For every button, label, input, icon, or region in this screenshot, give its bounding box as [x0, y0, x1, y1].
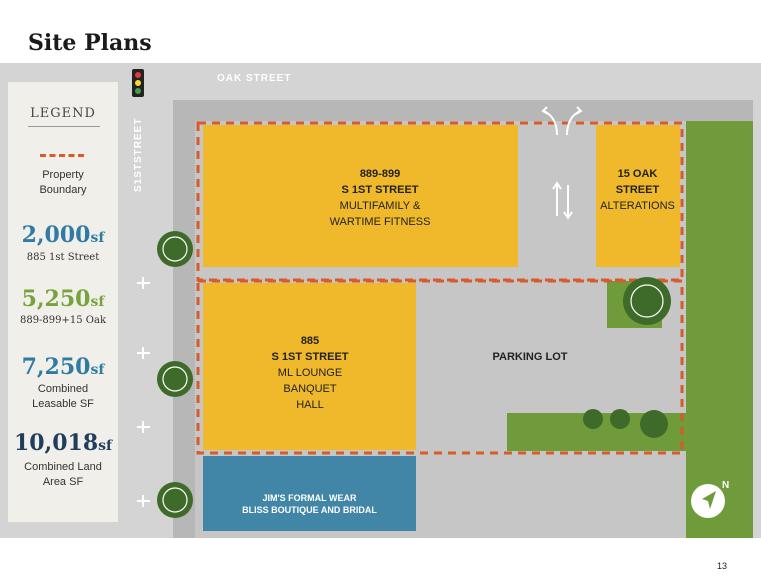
building-use: ML LOUNGE	[277, 367, 343, 379]
tenant-name: BLISS BOUTIQUE AND BRIDAL	[242, 505, 377, 515]
building-885	[203, 283, 416, 450]
building-15-oak-label: 15 OAK STREET ALTERATIONS	[590, 166, 685, 214]
tree-icon	[583, 409, 668, 438]
building-jims	[203, 456, 416, 531]
legend-label: 885 1st Street	[26, 252, 100, 263]
building-street: S 1ST STREET	[341, 184, 419, 196]
boundary-label: Property Boundary	[39, 169, 87, 196]
area-value: 5,250	[21, 286, 91, 312]
jims-building-label: JIM'S FORMAL WEAR BLISS BOUTIQUE AND BRI…	[203, 492, 416, 516]
building-885-label: 885 S 1ST STREET ML LOUNGE BANQUET HALL	[230, 333, 390, 413]
legend-panel: LEGEND Property Boundary 2,000sf 885 1st…	[8, 82, 118, 522]
building-use: BANQUET	[283, 383, 337, 395]
tree-icon	[157, 482, 193, 518]
building-889-label: 889-899 S 1ST STREET MULTIFAMILY & WARTI…	[300, 166, 460, 230]
site-map-drawing	[132, 69, 753, 538]
building-number: 885	[300, 335, 320, 347]
tree-icon	[623, 277, 671, 325]
green-strip	[686, 121, 753, 538]
page-title: Site Plans	[28, 30, 152, 56]
building-use: ALTERATIONS	[600, 200, 675, 212]
building-number: 889-899	[359, 168, 401, 180]
building-use: WARTIME FITNESS	[329, 216, 431, 228]
legend-label: Combined Leasable SF	[32, 383, 94, 410]
legend-value: 5,250sf	[8, 286, 118, 312]
area-unit: sf	[90, 294, 105, 310]
building-use: MULTIFAMILY &	[339, 200, 421, 212]
building-15-oak	[596, 125, 680, 267]
legend-value: 10,018sf	[8, 430, 118, 456]
tenant-name: JIM'S FORMAL WEAR	[262, 493, 357, 503]
legend-divider	[28, 126, 100, 127]
area-value: 2,000	[21, 222, 91, 248]
boundary-south	[196, 279, 684, 455]
traffic-arrows-icon	[541, 106, 583, 220]
legend-label: 889-899+15 Oak	[19, 315, 107, 326]
legend-title: LEGEND	[30, 106, 96, 121]
area-value: 10,018	[13, 430, 99, 456]
lot-gap	[283, 267, 418, 281]
building-number: 15 OAK	[617, 168, 658, 180]
building-street: S 1ST STREET	[271, 351, 349, 363]
tree-icon	[157, 361, 193, 397]
building-street: STREET	[615, 184, 660, 196]
tree-icon	[157, 231, 193, 267]
parking-lot-label: PARKING LOT	[492, 351, 568, 363]
building-889-899	[203, 125, 518, 267]
north-compass-icon	[691, 484, 725, 518]
area-unit: sf	[90, 362, 105, 378]
s1st-street-label: S1STSTREET	[133, 117, 144, 192]
area-unit: sf	[98, 438, 113, 454]
boundary-dash-icon	[40, 154, 84, 157]
legend-value: 7,250sf	[8, 354, 118, 380]
oak-street-label: OAK STREET	[217, 73, 292, 84]
site-map	[0, 63, 761, 538]
area-unit: sf	[90, 230, 105, 246]
legend-label: Combined Land Area SF	[24, 461, 102, 488]
legend-value: 2,000sf	[8, 222, 118, 248]
crosswalk-marks	[137, 277, 150, 507]
area-value: 7,250	[21, 354, 91, 380]
north-label: N	[722, 480, 730, 491]
page-number: 13	[716, 561, 727, 571]
building-use: HALL	[296, 399, 324, 411]
